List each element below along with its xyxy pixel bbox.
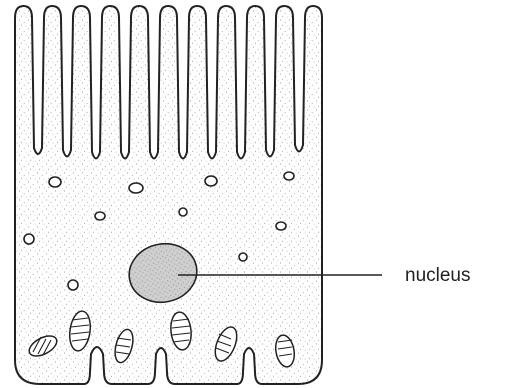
vesicle	[179, 208, 187, 216]
vesicle	[24, 234, 34, 244]
vesicle	[205, 176, 217, 186]
cell-outline	[15, 6, 322, 384]
vesicle	[68, 280, 78, 290]
vesicle	[276, 222, 286, 230]
vesicle	[129, 183, 143, 193]
vesicle	[49, 177, 61, 187]
vesicle	[239, 253, 247, 261]
nucleus-label: nucleus	[405, 265, 471, 286]
vesicle	[95, 212, 105, 220]
vesicle	[284, 172, 294, 180]
